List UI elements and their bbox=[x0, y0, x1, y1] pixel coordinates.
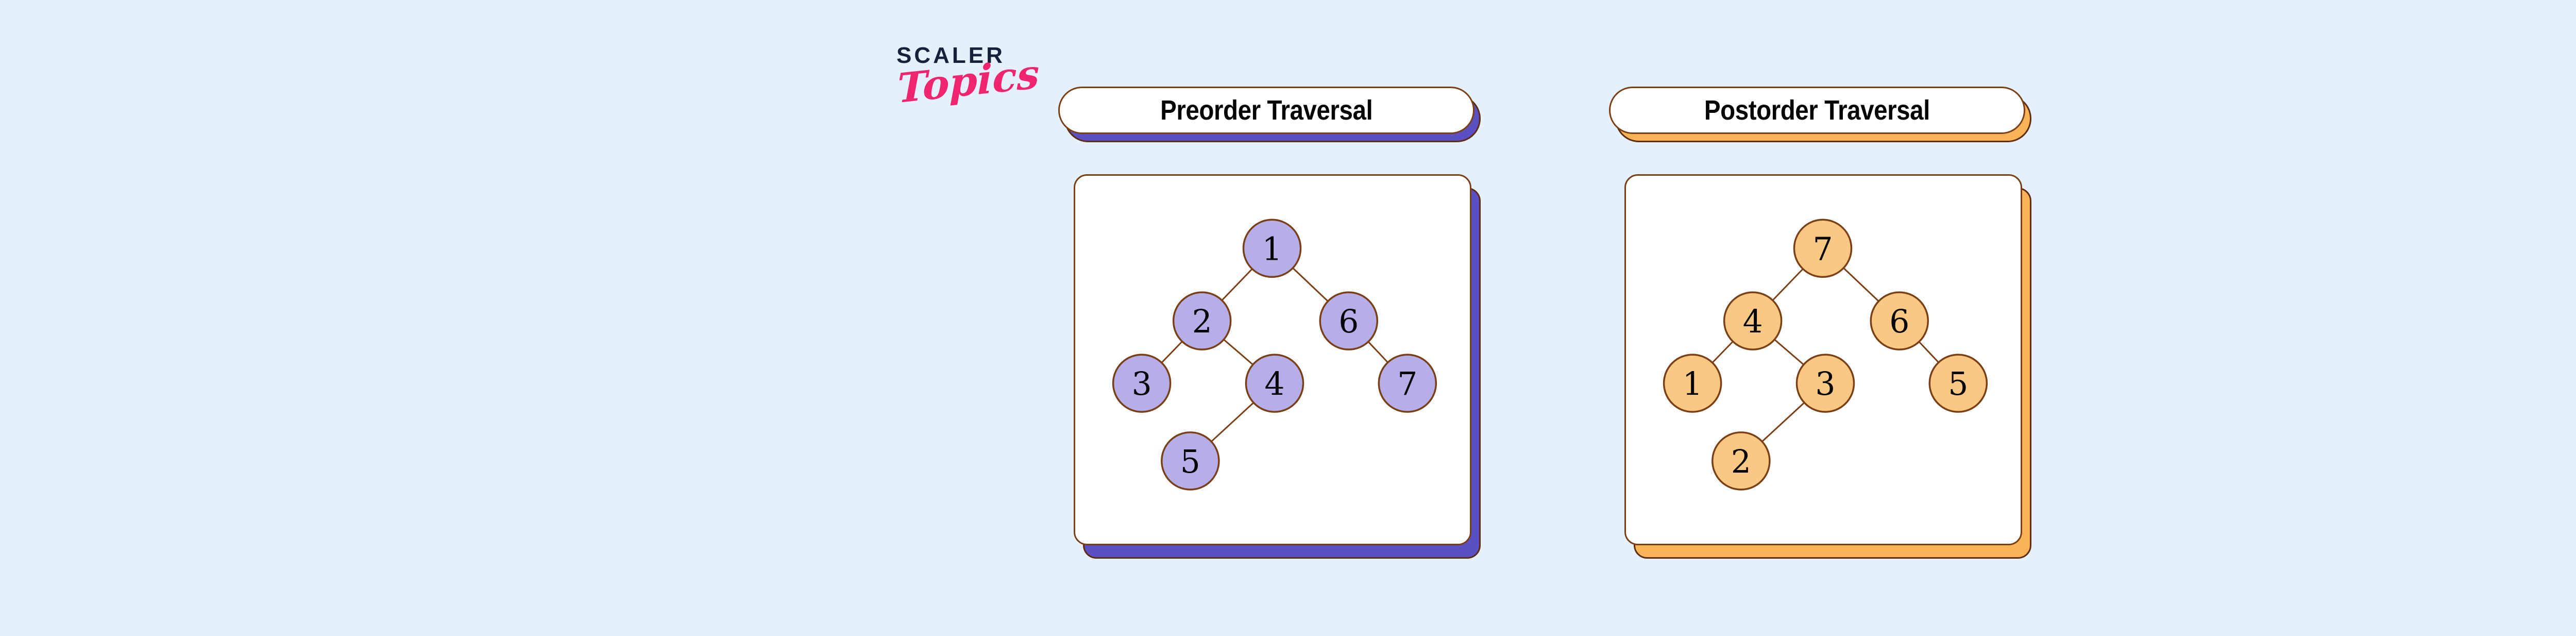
panel-preorder: Preorder Traversal 1 2 6 3 4 7 5 bbox=[1054, 0, 1482, 567]
binary-tree-diagram-preorder: 1 2 6 3 4 7 5 bbox=[1112, 219, 1437, 491]
tree-node: 7 bbox=[1378, 354, 1437, 413]
tree-node: 4 bbox=[1245, 354, 1304, 413]
tree-node-label: 5 bbox=[1948, 366, 1968, 403]
tree-node-label: 6 bbox=[1889, 304, 1909, 340]
tree-node-circle bbox=[1723, 291, 1783, 350]
panel-title-preorder: Preorder Traversal bbox=[1160, 95, 1373, 126]
tree-node-circle bbox=[1172, 291, 1232, 350]
tree-node: 2 bbox=[1711, 431, 1771, 491]
binary-tree-diagram-postorder: 7 4 6 1 3 5 2 bbox=[1663, 219, 1988, 491]
tree-node-circle bbox=[1870, 291, 1929, 350]
tree-node-label: 1 bbox=[1262, 231, 1282, 267]
tree-edge bbox=[1773, 338, 1805, 366]
logo-wordmark-scaler: SCALER bbox=[896, 43, 1005, 68]
tree-node-label: 7 bbox=[1812, 231, 1833, 267]
tree-edge bbox=[1711, 340, 1734, 364]
panel-postorder: Postorder Traversal 7 4 6 1 3 5 2 bbox=[1605, 0, 2032, 567]
tree-node: 5 bbox=[1928, 354, 1988, 413]
tree-node-label: 7 bbox=[1397, 366, 1417, 403]
tree-edge bbox=[1222, 338, 1255, 366]
tree-edge bbox=[1367, 340, 1389, 364]
tree-edge bbox=[1771, 267, 1804, 302]
title-pill-face: Postorder Traversal bbox=[1609, 87, 2025, 134]
tree-node: 6 bbox=[1870, 291, 1929, 350]
panel-title-postorder: Postorder Traversal bbox=[1704, 95, 1930, 126]
tree-node: 6 bbox=[1319, 291, 1379, 350]
tree-node-label: 2 bbox=[1192, 304, 1212, 340]
tree-edge bbox=[1842, 266, 1880, 303]
tree-node-circle bbox=[1378, 354, 1437, 413]
tree-edge bbox=[1221, 267, 1253, 302]
tree-node: 2 bbox=[1172, 291, 1232, 350]
tree-node: 1 bbox=[1663, 354, 1722, 413]
tree-node-label: 4 bbox=[1743, 304, 1763, 340]
tree-node-label: 5 bbox=[1180, 444, 1200, 480]
title-pill-postorder: Postorder Traversal bbox=[1609, 87, 2031, 142]
tree-node-circle bbox=[1711, 431, 1771, 491]
tree-edge bbox=[1210, 401, 1255, 443]
tree-card-face: 1 2 6 3 4 7 5 bbox=[1074, 174, 1471, 545]
tree-node: 7 bbox=[1793, 219, 1853, 278]
tree-node: 3 bbox=[1112, 354, 1172, 413]
tree-node-label: 1 bbox=[1683, 366, 1703, 403]
tree-node-label: 4 bbox=[1264, 366, 1284, 403]
title-pill-face: Preorder Traversal bbox=[1058, 87, 1475, 134]
tree-node: 5 bbox=[1161, 431, 1220, 491]
tree-node: 4 bbox=[1723, 291, 1783, 350]
tree-node-circle bbox=[1242, 219, 1302, 278]
tree-node-circle bbox=[1112, 354, 1172, 413]
tree-edge bbox=[1918, 340, 1940, 364]
tree-edge bbox=[1760, 401, 1806, 443]
tree-node-label: 3 bbox=[1132, 366, 1152, 403]
scaler-topics-logo: SCALER Topics bbox=[896, 44, 1041, 132]
tree-node-label: 6 bbox=[1338, 304, 1359, 340]
tree-node-circle bbox=[1663, 354, 1722, 413]
tree-node-circle bbox=[1928, 354, 1988, 413]
tree-card-face: 7 4 6 1 3 5 2 bbox=[1624, 174, 2022, 545]
tree-node: 3 bbox=[1795, 354, 1855, 413]
tree-node-circle bbox=[1161, 431, 1220, 491]
tree-node-circle bbox=[1245, 354, 1304, 413]
tree-node-circle bbox=[1795, 354, 1855, 413]
tree-node-label: 3 bbox=[1815, 366, 1835, 403]
tree-edge bbox=[1291, 266, 1329, 303]
tree-edge bbox=[1160, 340, 1183, 364]
tree-node-circle bbox=[1793, 219, 1853, 278]
tree-node-circle bbox=[1319, 291, 1379, 350]
title-pill-preorder: Preorder Traversal bbox=[1058, 87, 1481, 142]
tree-card-preorder: 1 2 6 3 4 7 5 bbox=[1074, 174, 1481, 559]
tree-card-postorder: 7 4 6 1 3 5 2 bbox=[1624, 174, 2031, 559]
tree-node-label: 2 bbox=[1731, 444, 1751, 480]
tree-node: 1 bbox=[1242, 219, 1302, 278]
